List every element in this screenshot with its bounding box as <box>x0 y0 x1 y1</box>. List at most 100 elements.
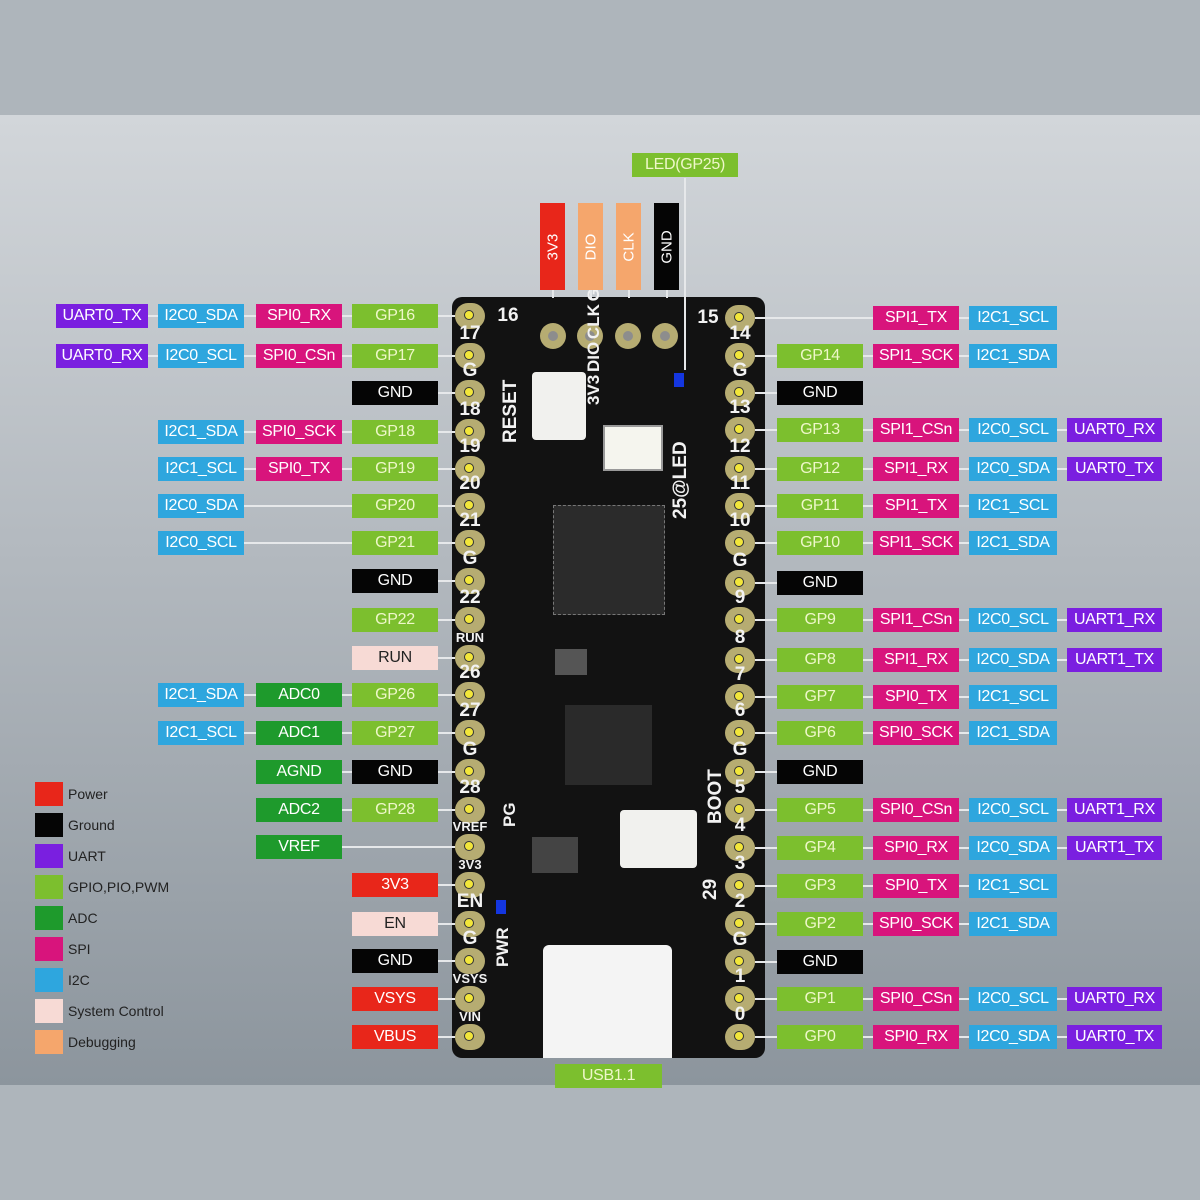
pin-pad <box>725 607 755 633</box>
pcb-board: RESET 3V3 DIO CLK GND 25@LED BOOT PG PWR… <box>452 264 765 1058</box>
debug-pin-line <box>628 290 630 298</box>
pin-function-label-uart: UART0_RX <box>1067 987 1162 1011</box>
pin-silk-label: 7 <box>734 664 746 685</box>
pin-silk-label: 1 <box>734 966 746 987</box>
pin-silk-label: 26 <box>459 662 481 683</box>
pin-function-label-gpio: GP19 <box>352 457 438 481</box>
pin-connector-line <box>244 694 455 696</box>
legend-label: UART <box>68 848 106 864</box>
pin-function-label-ground: GND <box>352 381 438 405</box>
boot-button[interactable] <box>620 810 697 868</box>
debug-pin-text: DIO <box>582 233 599 260</box>
pin-silk-label: 13 <box>729 397 751 418</box>
pin-function-label-i2c: I2C1_SDA <box>969 721 1057 745</box>
pin-connector-line <box>244 468 455 470</box>
pin-pad <box>455 380 485 406</box>
pin-connector-line <box>244 542 455 544</box>
pin-pad <box>455 303 485 329</box>
legend-label: SPI <box>68 941 91 957</box>
pin-function-label-gpio: GP22 <box>352 608 438 632</box>
debug-hole-dio <box>577 323 603 349</box>
power-chip <box>532 837 578 873</box>
pin-pad <box>455 720 485 746</box>
pin-function-label-spi: SPI0_SCK <box>256 420 342 444</box>
pin-function-label-spi: SPI0_TX <box>256 457 342 481</box>
debug-pin-text: CLK <box>620 231 637 262</box>
pin-pad <box>725 380 755 406</box>
pin-function-label-uart: UART1_TX <box>1067 648 1162 672</box>
pin-function-label-gpio: GP4 <box>777 836 863 860</box>
pin-pad <box>455 1024 485 1050</box>
pin-connector-line <box>244 732 455 734</box>
pin-pad <box>455 834 485 860</box>
pin-pad <box>725 647 755 673</box>
pin-function-label-gpio: GP26 <box>352 683 438 707</box>
pin-pad <box>725 305 755 331</box>
pin-connector-line <box>438 619 455 621</box>
legend-label: Ground <box>68 817 115 833</box>
pin-silk-label: 2 <box>734 891 746 912</box>
pin-silk-label: 21 <box>459 510 481 531</box>
legend-swatch-adc <box>35 906 63 930</box>
pin-connector-line <box>755 961 777 963</box>
pin-function-label-spi: SPI0_RX <box>873 1025 959 1049</box>
pin-function-label-uart: UART0_TX <box>1067 457 1162 481</box>
pin-function-label-spi: SPI1_CSn <box>873 418 959 442</box>
pin-function-label-i2c: I2C1_SCL <box>969 685 1057 709</box>
pin-function-label-i2c: I2C0_SCL <box>158 344 244 368</box>
pin-connector-line <box>438 884 455 886</box>
debug-pin-label-dio: DIO <box>578 203 603 290</box>
legend-swatch-uart <box>35 844 63 868</box>
legend-swatch-ground <box>35 813 63 837</box>
pin-function-label-uart: UART1_TX <box>1067 836 1162 860</box>
debug-pin-line <box>666 290 668 298</box>
flash-chip <box>565 705 652 785</box>
pin-function-label-ground: GND <box>352 949 438 973</box>
pin-pad <box>455 607 485 633</box>
pin-function-label-sys: RUN <box>352 646 438 670</box>
pin-function-label-i2c: I2C1_SDA <box>158 683 244 707</box>
led-gp25-label: LED(GP25) <box>632 153 738 177</box>
pin-pad <box>725 684 755 710</box>
pin-function-label-adc: ADC0 <box>256 683 342 707</box>
pin-function-label-i2c: I2C0_SDA <box>158 304 244 328</box>
pin-silk-label: VREF <box>452 819 488 834</box>
pin-function-label-gpio: GP20 <box>352 494 438 518</box>
legend-label: Power <box>68 786 108 802</box>
led-gp25 <box>674 373 684 387</box>
pin-silk-label: 0 <box>734 1004 746 1025</box>
pin-function-label-i2c: I2C1_SCL <box>158 721 244 745</box>
pin-function-label-i2c: I2C0_SCL <box>969 987 1057 1011</box>
pin-silk-label: EN <box>456 891 484 912</box>
pin-silk-label: G <box>462 928 478 949</box>
pin-pad <box>455 759 485 785</box>
pin-silk-label: 8 <box>734 627 746 648</box>
pin-pad <box>455 343 485 369</box>
pin-function-label-i2c: I2C0_SDA <box>969 457 1057 481</box>
legend-swatch-power <box>35 782 63 806</box>
led-silk: 25@LED <box>670 441 691 519</box>
pin-silk-label: G <box>732 360 748 381</box>
pin-connector-line <box>438 392 455 394</box>
reset-button[interactable] <box>532 372 586 440</box>
pin-silk-label: 3V3 <box>458 857 482 872</box>
legend-label: ADC <box>68 910 98 926</box>
pin-pad <box>455 645 485 671</box>
pin-function-label-i2c: I2C1_SCL <box>158 457 244 481</box>
debug-pin-line <box>552 290 554 298</box>
regulator-chip <box>555 649 587 675</box>
legend-label: System Control <box>68 1003 164 1019</box>
pin-function-label-gpio: GP12 <box>777 457 863 481</box>
pin-connector-line <box>438 923 455 925</box>
pin-pad <box>455 986 485 1012</box>
pin-function-label-uart: UART1_RX <box>1067 608 1162 632</box>
pin-silk-label: G <box>462 548 478 569</box>
pin-connector-line <box>755 771 777 773</box>
pin-pad <box>725 835 755 861</box>
pin-silk-label: G <box>732 929 748 950</box>
legend-swatch-debug <box>35 1030 63 1054</box>
debug-pin-text: GND <box>658 229 675 264</box>
pin-function-label-i2c: I2C1_SDA <box>969 912 1057 936</box>
pin-function-label-i2c: I2C1_SDA <box>969 344 1057 368</box>
legend-label: Debugging <box>68 1034 136 1050</box>
